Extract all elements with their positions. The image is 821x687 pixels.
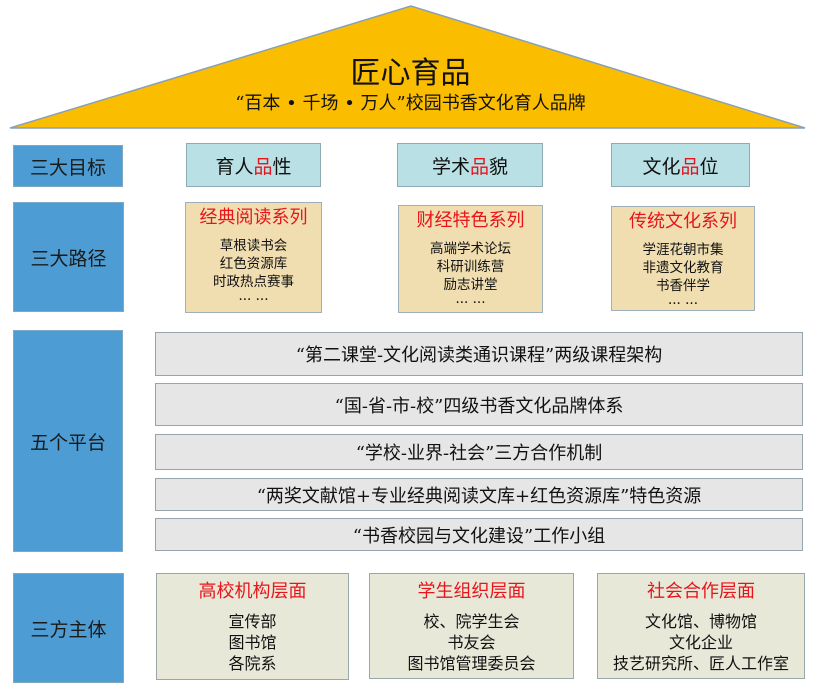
platform-item: “国-省-市-校”四级书香文化品牌体系 bbox=[155, 383, 803, 426]
goal-highlight: 品 bbox=[680, 155, 700, 178]
path-line: 时政热点赛事 bbox=[213, 274, 294, 290]
subject-title: 学生组织层面 bbox=[417, 581, 526, 602]
goal-text: 位 bbox=[699, 155, 719, 178]
path-line: 高端学术论坛 bbox=[430, 241, 511, 257]
goals-label: 三大目标 bbox=[13, 145, 123, 187]
path-line: 励志讲堂 bbox=[443, 277, 498, 293]
path-line: 红色资源库 bbox=[219, 256, 288, 272]
path-title: 传统文化系列 bbox=[629, 211, 737, 232]
goal-item: 文化品位 bbox=[611, 143, 750, 187]
path-line: 非遗文化教育 bbox=[642, 260, 724, 276]
subject-title: 社会合作层面 bbox=[647, 581, 755, 602]
subjects-label: 三方主体 bbox=[13, 573, 124, 683]
goal-text: 育人 bbox=[215, 155, 254, 178]
subject-item: 高校机构层面 宣传部图书馆各院系 bbox=[156, 573, 349, 680]
path-title: 财经特色系列 bbox=[416, 210, 525, 231]
path-item: 财经特色系列 高端学术论坛科研训练营励志讲堂 ··· ··· bbox=[398, 205, 543, 313]
path-line: 科研训练营 bbox=[436, 259, 505, 275]
subject-title: 高校机构层面 bbox=[198, 581, 307, 602]
roof-title: 匠心育品 bbox=[350, 56, 471, 91]
goal-item: 育人品性 bbox=[186, 143, 321, 187]
path-line: 草根读书会 bbox=[219, 238, 288, 254]
roof-triangle bbox=[9, 5, 806, 129]
subject-line: 图书馆管理委员会 bbox=[407, 654, 536, 673]
goal-text: 文化 bbox=[642, 155, 681, 178]
goal-highlight: 品 bbox=[253, 155, 273, 178]
path-item: 经典阅读系列 草根读书会红色资源库时政热点赛事 ··· ··· bbox=[185, 202, 322, 313]
subject-line: 宣传部 bbox=[228, 612, 277, 631]
subject-item: 学生组织层面 校、院学生会书友会图书馆管理委员会 bbox=[369, 573, 574, 679]
platform-item: “学校-业界-社会”三方合作机制 bbox=[155, 434, 803, 470]
path-item: 传统文化系列 学涯花朝市集非遗文化教育书香伴学 ··· ··· bbox=[611, 206, 755, 312]
subject-line: 书友会 bbox=[447, 633, 496, 652]
platforms-label: 五个平台 bbox=[13, 330, 123, 552]
subject-line: 图书馆 bbox=[228, 633, 277, 652]
path-line: 学涯花朝市集 bbox=[642, 242, 724, 258]
platform-item: “书香校园与文化建设”工作小组 bbox=[155, 518, 803, 551]
goal-highlight: 品 bbox=[469, 155, 489, 178]
path-line: ··· ··· bbox=[238, 292, 269, 308]
path-line: ··· ··· bbox=[667, 296, 699, 312]
roof-subtitle: “百本 • 千场 • 万人”校园书香文化育人品牌 bbox=[235, 93, 586, 114]
paths-label: 三大路径 bbox=[13, 202, 124, 312]
subject-line: 文化企业 bbox=[668, 633, 733, 652]
goal-text: 学术 bbox=[431, 155, 470, 178]
platform-item: “第二课堂-文化阅读类通识课程”两级课程架构 bbox=[155, 332, 803, 376]
goal-item: 学术品貌 bbox=[397, 143, 543, 187]
subject-line: 各院系 bbox=[228, 654, 277, 673]
path-line: ··· ··· bbox=[455, 295, 486, 311]
subject-item: 社会合作层面 文化馆、博物馆文化企业技艺研究所、匠人工作室 bbox=[597, 573, 805, 679]
subject-line: 技艺研究所、匠人工作室 bbox=[612, 654, 789, 673]
path-line: 书香伴学 bbox=[656, 278, 710, 294]
subject-line: 校、院学生会 bbox=[423, 612, 520, 631]
goal-text: 貌 bbox=[489, 155, 509, 178]
path-title: 经典阅读系列 bbox=[199, 207, 308, 228]
subject-line: 文化馆、博物馆 bbox=[644, 612, 757, 631]
platform-item: “两奖文献馆+专业经典阅读文库+红色资源库”特色资源 bbox=[155, 478, 803, 511]
goal-text: 性 bbox=[272, 155, 292, 178]
